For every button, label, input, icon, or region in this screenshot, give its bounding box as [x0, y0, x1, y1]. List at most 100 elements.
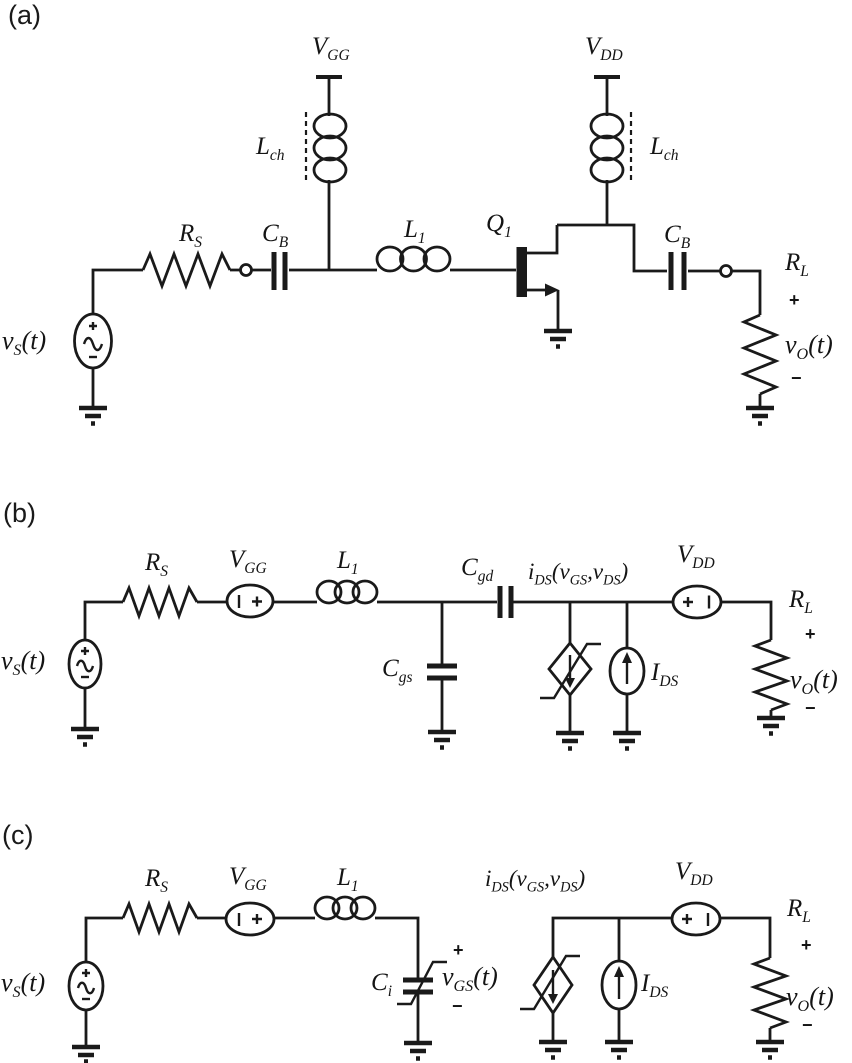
diamond	[547, 640, 593, 698]
nonlinear-stroke	[540, 642, 601, 700]
source-vgg	[224, 901, 276, 937]
source-oval	[225, 583, 275, 619]
label-vs-a: vS(t)	[2, 326, 47, 360]
resistor-rs	[141, 250, 232, 290]
source-circle	[600, 959, 638, 1011]
coil-loop	[375, 245, 405, 273]
label-minus-c: −	[802, 1015, 813, 1035]
variable-stroke	[397, 960, 447, 1006]
capacitor-cb-right	[668, 252, 687, 290]
source-circle	[67, 960, 105, 1012]
resistor-rs	[121, 583, 199, 621]
label-ids-fn-c: iDS(vGS,vDS)	[485, 866, 586, 896]
label-rs-a: RS	[179, 220, 203, 251]
ground-cgs	[428, 729, 456, 750]
transistor-q1	[516, 247, 559, 297]
source-vs	[67, 960, 105, 1012]
coil-loop	[312, 112, 348, 140]
coil-loop	[589, 134, 625, 162]
label-vo-b: vO(t)	[790, 665, 838, 699]
ground-dep-source	[556, 730, 584, 751]
label-cb-left-a: CB	[262, 220, 289, 251]
inductor-l1	[315, 579, 379, 605]
source-arrow	[545, 283, 559, 297]
label-ids-fn-b: iDS(vGS,vDS)	[528, 559, 629, 589]
label-vo-a: vO(t)	[785, 330, 833, 364]
label-cgs-b: Cgs	[382, 655, 413, 686]
plus-mark	[81, 647, 89, 655]
sine-mark	[75, 659, 95, 673]
arrow-head	[548, 994, 558, 1004]
source-circle	[67, 638, 103, 690]
coil-loop	[333, 579, 361, 605]
coil-loop	[315, 579, 343, 605]
diamond	[532, 954, 574, 1016]
label-vgg-a: VGG	[312, 33, 350, 64]
ground-vs	[79, 405, 107, 426]
ground-vs	[71, 726, 99, 747]
label-vdd-c: VDD	[675, 858, 713, 889]
arrow-head	[565, 678, 575, 688]
label-ci-c: Ci	[371, 969, 392, 1000]
label-plus-a: +	[789, 290, 800, 310]
source-circle	[73, 312, 113, 370]
gate-channel-bar	[516, 247, 527, 297]
ground-vs	[72, 1044, 100, 1063]
source-vs	[73, 312, 113, 370]
nonlinear-stroke	[520, 954, 580, 1011]
panel-a-schematic	[73, 75, 780, 426]
plus-mark	[89, 322, 97, 330]
ground-ci	[404, 1040, 432, 1061]
label-l1-b: L1	[337, 547, 359, 578]
ground-rl	[746, 405, 774, 426]
inductor-lch-right	[589, 112, 633, 184]
wire-net	[84, 916, 772, 1047]
panel-label-c: (c)	[2, 820, 34, 850]
ground-ids	[605, 1039, 633, 1060]
coil-loop	[312, 134, 348, 162]
panel-label-b: (b)	[3, 498, 36, 528]
label-plus-vgs-c: +	[453, 940, 464, 960]
label-minus-a: −	[791, 368, 802, 388]
label-lch-right-a: Lch	[650, 133, 679, 164]
panel-b-schematic	[67, 579, 792, 751]
panel-label-a: (a)	[8, 0, 41, 30]
label-rl-a: RL	[785, 249, 809, 280]
label-l1-c: L1	[337, 864, 359, 895]
label-minus-b: −	[805, 698, 816, 718]
label-vgs-c: vGS(t)	[442, 962, 498, 996]
capacitor-cgs	[427, 663, 457, 681]
sine-mark	[76, 981, 96, 995]
inductor-lch-left	[304, 112, 348, 184]
wire-net	[83, 600, 773, 733]
panel-c-schematic	[67, 895, 791, 1063]
plus-mark	[252, 914, 262, 924]
dependent-source-ids	[520, 954, 580, 1016]
label-vgg-c: VGG	[229, 863, 267, 894]
coil-loop	[349, 895, 377, 921]
label-lch-left-a: Lch	[256, 133, 285, 164]
label-rs-c: RS	[145, 865, 169, 896]
source-oval	[224, 901, 276, 937]
ground-dep-source	[539, 1039, 567, 1060]
resistor-rl	[750, 638, 792, 712]
capacitor-cb-left	[271, 252, 288, 290]
current-source-ids	[600, 959, 638, 1011]
plus-mark	[82, 969, 90, 977]
resistor-rl	[749, 956, 791, 1030]
source-oval	[670, 901, 722, 937]
label-rs-b: RS	[145, 549, 169, 580]
label-plus-c: +	[801, 935, 812, 955]
label-vs-c: vS(t)	[1, 968, 46, 1002]
ground-rl	[757, 715, 785, 736]
source-circle	[608, 646, 646, 696]
inductor-l1	[313, 895, 377, 921]
plus-mark	[252, 596, 262, 607]
label-rl-c: RL	[787, 895, 811, 926]
label-minus-vgs-c: −	[452, 996, 463, 1016]
coil-loop	[422, 245, 452, 273]
capacitor-ci-variable	[397, 960, 447, 1006]
label-cgd-b: Cgd	[461, 554, 494, 585]
label-vo-c: vO(t)	[786, 982, 834, 1016]
